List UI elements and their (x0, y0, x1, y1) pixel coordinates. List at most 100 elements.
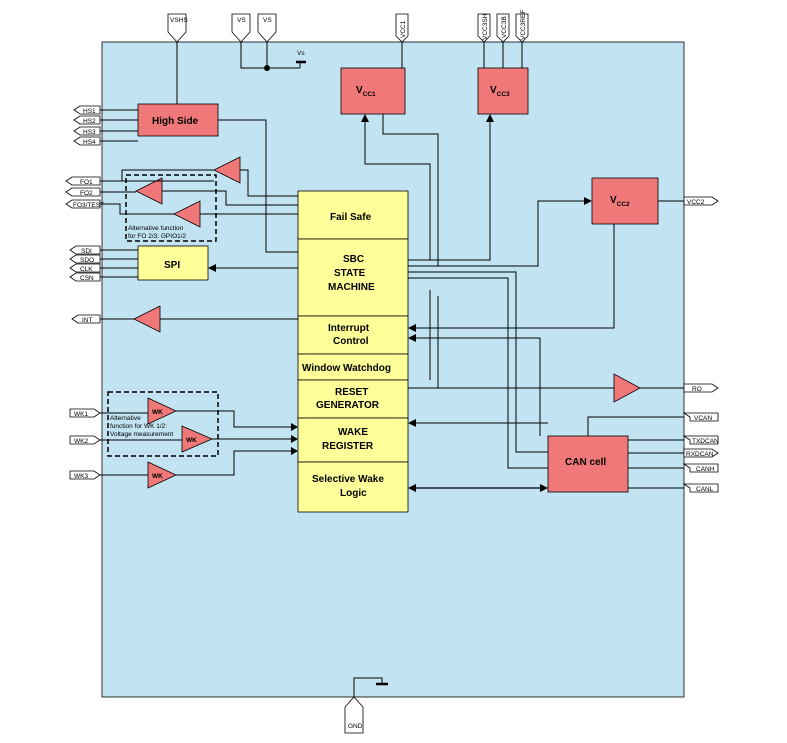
vcc2-label: VCC2 (610, 195, 630, 208)
sw-label-2: Logic (340, 488, 367, 499)
watchdog-label: Window Watchdog (302, 363, 391, 374)
sbc-to-vcc2 (408, 200, 588, 267)
pin-sdi-label: SDI (81, 248, 92, 255)
sw-arrow-left-icon (408, 484, 416, 492)
pin-vcan: VCAN (682, 412, 719, 422)
vcc3-label: VCC3 (490, 85, 510, 98)
pin-clk-label: CLK (80, 266, 93, 273)
wk1-amp-label: WK (152, 409, 163, 416)
block-reset-generator: RESET GENERATOR (297, 379, 409, 419)
reset-feedback (429, 290, 439, 388)
irq-arrow-1-icon (408, 324, 416, 332)
pin-txdcan-label: TXDCAN (692, 438, 719, 445)
pin-hs3: HS3 (73, 126, 101, 136)
highside-to-sbc (218, 119, 298, 253)
wake-label-2: REGISTER (322, 441, 374, 452)
vcc3-arrow-icon (486, 114, 494, 122)
spi-arrow-icon (208, 264, 216, 272)
pin-hs4-label: HS4 (83, 139, 96, 146)
pin-ro-label: RO (692, 386, 702, 393)
pin-hs3-label: HS3 (83, 129, 96, 136)
pin-csn: CSN (69, 272, 101, 282)
vcc1-arrow-icon (361, 114, 369, 122)
vcc2-to-irq (412, 224, 615, 329)
fail-safe-label: Fail Safe (330, 212, 372, 223)
pin-vcc3sh: VCC3SH (477, 13, 491, 43)
pin-vshs-label: VSHS (170, 17, 188, 24)
pin-vcc3ref: VCC3REF (515, 10, 529, 43)
wk-alt-box (107, 391, 219, 457)
pin-int-label: INT (82, 317, 93, 324)
pin-vcc1: VCC1 (395, 13, 409, 43)
wk3-to-wake (176, 450, 296, 476)
pin-gnd-label: GND (348, 723, 363, 730)
high-side-label: High Side (152, 116, 199, 127)
pin-vcc2: VCC2 (683, 196, 719, 206)
pin-vcc3ref-label: VCC3REF (520, 10, 527, 40)
irq-arrow-2-icon (408, 334, 416, 342)
pin-fo2: FO2 (65, 187, 101, 197)
pin-csn-label: CSN (80, 275, 94, 282)
sbc-label-3: MACHINE (328, 282, 375, 293)
pin-hs2-label: HS2 (83, 118, 96, 125)
vs-wire (240, 42, 300, 69)
can-cell-label: CAN cell (565, 457, 606, 468)
block-high-side: High Side (137, 103, 219, 137)
pin-fo3test-label: FO3/TEST (73, 202, 104, 209)
irq-label-2: Control (333, 336, 369, 347)
block-vcc1: VCC1 (340, 67, 406, 115)
block-spi: SPI (137, 245, 209, 281)
block-can-cell: CAN cell (547, 435, 629, 493)
pin-hs1: HS1 (73, 105, 101, 115)
pin-vs1: VS (231, 13, 251, 43)
pin-vs2: VS (257, 13, 277, 43)
pin-sdo: SDO (69, 254, 101, 264)
vs-cap-label: Vs (297, 50, 305, 57)
pin-txdcan: TXDCAN (682, 435, 719, 445)
wk-alt-note-2: function for WK 1/2: (110, 423, 167, 430)
pin-wk3: WK3 (69, 470, 101, 480)
gnd-wire (353, 677, 383, 697)
pin-rxdcan: RXDCAN (683, 448, 719, 458)
sbc-to-can-2 (408, 277, 548, 469)
pin-vcc1-label: VCC1 (400, 20, 407, 38)
pin-wk1: WK1 (69, 408, 101, 418)
fo1-wire (100, 169, 214, 182)
block-window-watchdog: Window Watchdog (297, 353, 409, 381)
pin-vcc2-label: VCC2 (687, 199, 705, 206)
pin-vcc3sh-label: VCC3SH (482, 13, 489, 40)
pin-sdo-label: SDO (80, 257, 94, 264)
pin-wk2-label: WK2 (74, 438, 88, 445)
pin-rxdcan-label: RXDCAN (686, 451, 714, 458)
wk2-amp: WK (181, 425, 214, 453)
wk2-arrow-icon (291, 435, 298, 443)
vcan-wire (587, 416, 684, 436)
pin-hs2: HS2 (73, 115, 101, 125)
sbc-to-vcc1 (364, 118, 431, 260)
vcc1-label: VCC1 (356, 85, 376, 98)
pin-canh-label: CANH (696, 466, 715, 473)
spi-label: SPI (164, 260, 180, 271)
pin-hs4: HS4 (73, 136, 101, 146)
fo3-wire (100, 203, 174, 215)
wk3-amp-label: WK (152, 473, 163, 480)
block-fail-safe: Fail Safe (297, 190, 409, 240)
block-selective-wake: Selective Wake Logic (297, 461, 409, 513)
pin-ro: RO (683, 383, 719, 393)
reset-label-1: RESET (335, 387, 368, 398)
block-vcc2: VCC2 (591, 177, 659, 225)
reset-label-2: GENERATOR (316, 400, 380, 411)
block-interrupt-control: Interrupt Control (297, 315, 409, 355)
pin-vcc3b: VCC3B (496, 13, 510, 43)
block-vcc3: VCC3 (477, 67, 529, 115)
pin-fo2-label: FO2 (80, 190, 93, 197)
wk-alt-note-1: Alternative (110, 415, 141, 422)
pin-canl-label: CANL (696, 486, 714, 493)
fo1-to-failsafe (240, 169, 298, 197)
fo-alt-note-1: Alternative function (128, 225, 184, 232)
pin-vcc3b-label: VCC3B (501, 16, 508, 38)
pin-int: INT (71, 314, 101, 324)
pin-fo1: FO1 (65, 176, 101, 186)
wk1-amp: WK (147, 397, 177, 425)
pin-sdi: SDI (69, 245, 101, 255)
